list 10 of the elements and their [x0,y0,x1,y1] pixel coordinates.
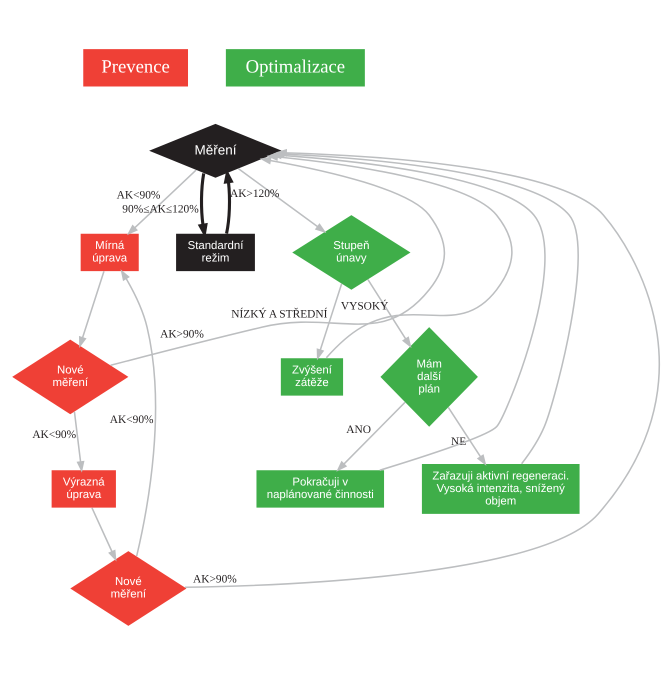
edge-label: NE [450,436,466,448]
edge-label: ANO [346,424,371,436]
edge-label: AK<90% [116,189,160,202]
edge-label: AK<90% [32,429,76,442]
edge-label: AK>90% [160,328,204,341]
edge-label: VYSOKÝ [340,300,388,312]
edge-label: 90%≤AK≤120% [122,204,199,216]
edge-label: NÍZKÝ A STŘEDNÍ [231,308,328,321]
edge-label: AK<90% [110,414,154,426]
edge-label: AK>90% [193,574,237,586]
